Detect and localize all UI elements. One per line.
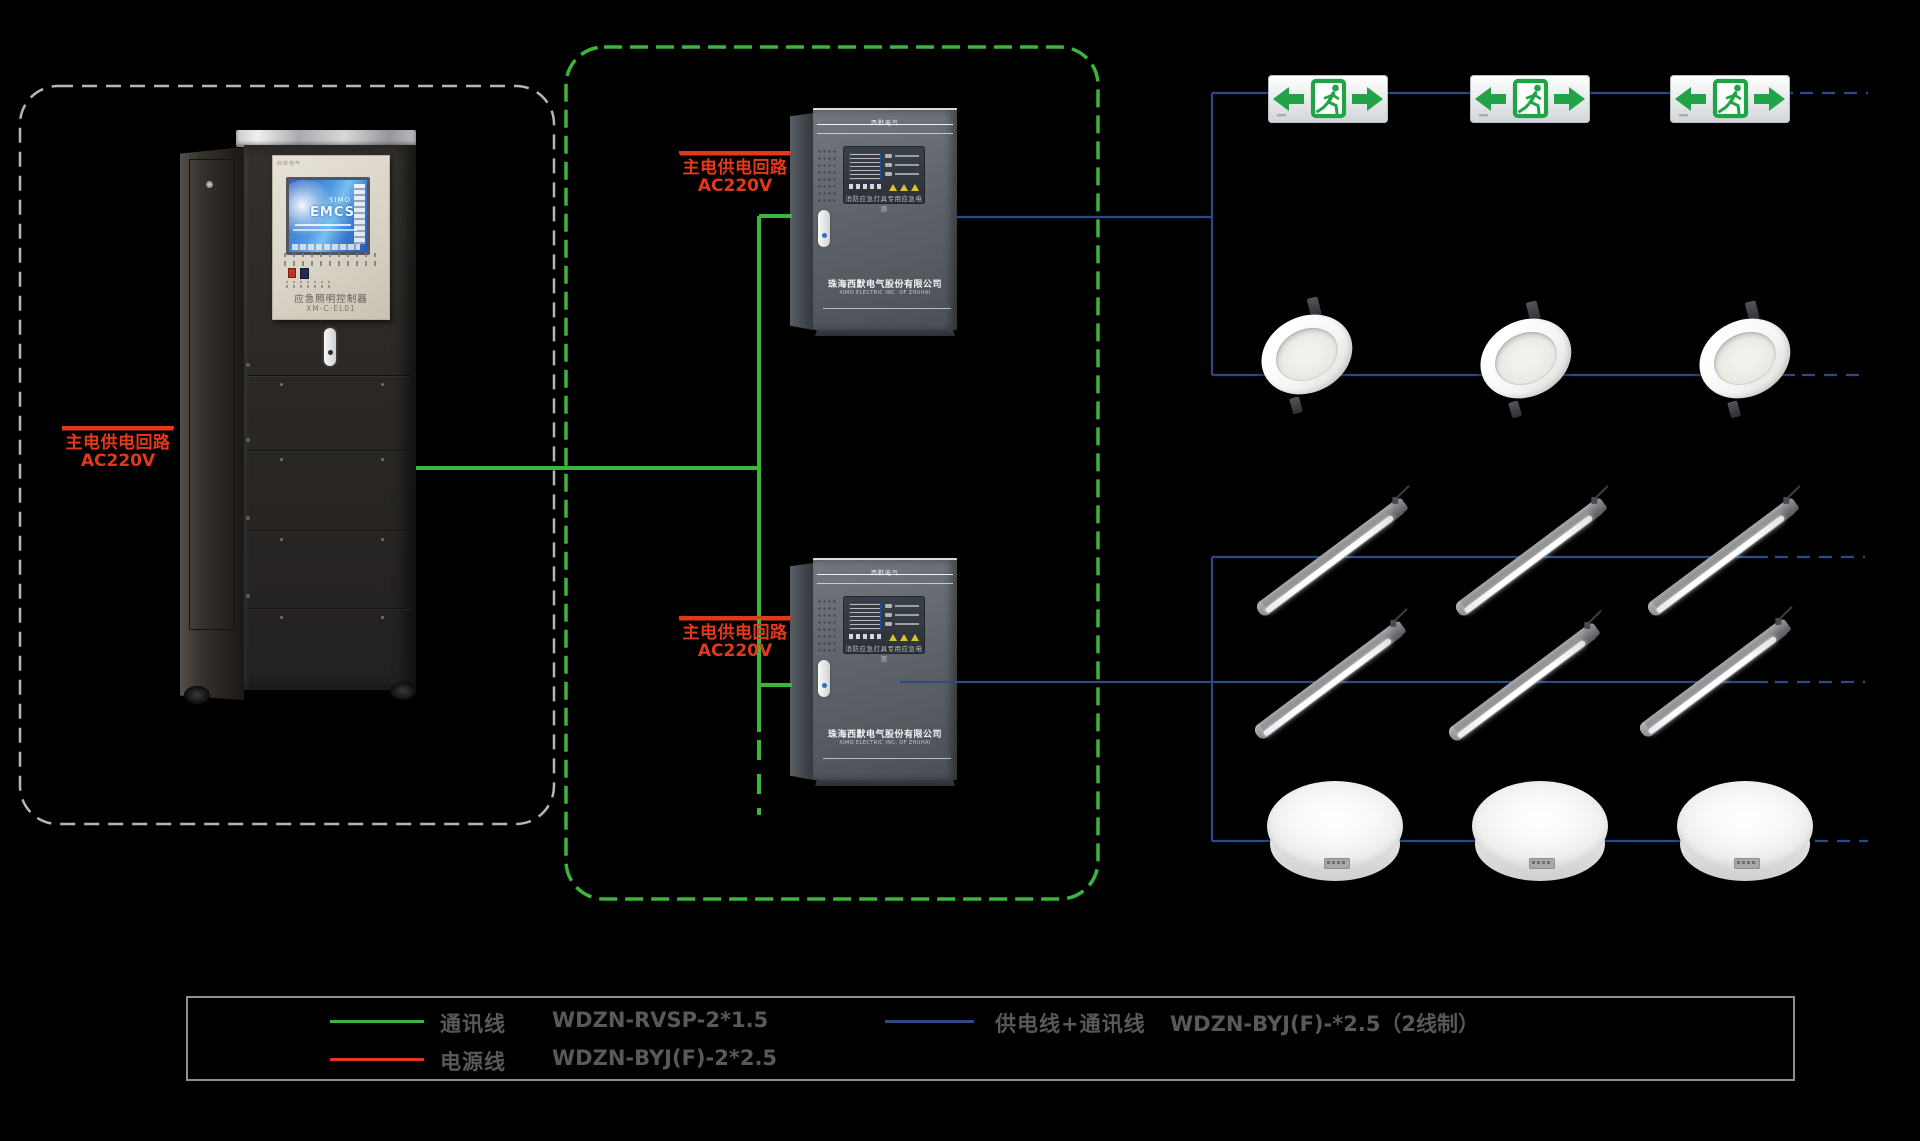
box-lcd-screen bbox=[849, 603, 881, 630]
power-line-mark bbox=[679, 151, 791, 154]
supply-comm-lines bbox=[900, 91, 1868, 843]
legend-power-line-swatch bbox=[330, 1058, 424, 1061]
emergency-lighting-controller-cabinet: 西默电气 SIMO EMCS 应急照明控制器 XM-C-EL01 bbox=[178, 130, 418, 710]
box-lock bbox=[818, 660, 830, 697]
exit-sign-light bbox=[1268, 75, 1388, 123]
controller-group-border bbox=[18, 84, 556, 826]
box-display-panel: 消防应急灯具专用应急电源 bbox=[843, 596, 925, 663]
box-brand: 西默电气 bbox=[870, 570, 899, 577]
power-line-mark bbox=[679, 616, 791, 619]
legend-power-spec: WDZN-BYJ(F)-2*2.5 bbox=[552, 1046, 778, 1070]
cabinet-side-door bbox=[189, 159, 235, 630]
ceiling-lamp bbox=[1267, 781, 1403, 883]
box-lock bbox=[818, 210, 830, 247]
indicator-labels bbox=[284, 253, 380, 266]
legend-box: 通讯线 WDZN-RVSP-2*1.5 电源线 WDZN-BYJ(F)-2*2.… bbox=[186, 996, 1795, 1081]
box-company-text: 珠海西默电气股份有限公司 XIMO ELECTRIC INC. OF ZHUHA… bbox=[827, 280, 942, 296]
vent-holes bbox=[817, 598, 837, 656]
warning-icon bbox=[900, 634, 908, 641]
box-caption: 消防应急灯具专用应急电源 bbox=[845, 195, 923, 213]
caster-wheel bbox=[390, 682, 416, 700]
mains-supply-label-left: 主电供电回路 AC220V bbox=[38, 426, 198, 470]
caster-wheel bbox=[184, 686, 210, 704]
distribution-group-border bbox=[564, 45, 1100, 901]
warning-icon bbox=[889, 184, 897, 191]
box-caption: 消防应急灯具专用应急电源 bbox=[845, 645, 923, 663]
box-company-text: 珠海西默电气股份有限公司 XIMO ELECTRIC INC. OF ZHUHA… bbox=[827, 730, 942, 746]
navy-button bbox=[300, 268, 309, 279]
red-button bbox=[288, 268, 296, 278]
box-display-panel: 消防应急灯具专用应急电源 bbox=[843, 146, 925, 213]
ceiling-lamp bbox=[1472, 781, 1608, 883]
legend-comm-label: 通讯线 bbox=[440, 1012, 506, 1036]
distribution-box-2: 西默电气 消防应急灯具专用应急电源 珠海西默电气股份有限公司 XIMO ELEC… bbox=[790, 558, 957, 788]
cabinet-side-panel bbox=[180, 147, 244, 700]
screen-title-text: EMCS bbox=[310, 205, 355, 220]
box-lcd-screen bbox=[849, 153, 881, 180]
cabinet-top-cap bbox=[236, 130, 416, 147]
cabinet-control-panel: 西默电气 SIMO EMCS 应急照明控制器 XM-C-EL01 bbox=[272, 155, 390, 320]
legend-supply-comm-swatch bbox=[885, 1020, 974, 1023]
legend-supply-comm-spec: WDZN-BYJ(F)-*2.5（2线制） bbox=[1170, 1012, 1480, 1036]
distribution-box-1: 西默电气 消防应急灯具专用应急电源 珠海西默电气股份有限公司 XIMO ELEC… bbox=[790, 108, 957, 338]
cabinet-front: 西默电气 SIMO EMCS 应急照明控制器 XM-C-EL01 bbox=[244, 145, 416, 690]
mains-supply-label-bottom: 主电供电回路 AC220V bbox=[674, 616, 796, 660]
ceiling-lamp bbox=[1677, 781, 1813, 883]
legend-power-label: 电源线 bbox=[440, 1050, 506, 1074]
warning-icon bbox=[889, 634, 897, 641]
warning-icon bbox=[900, 184, 908, 191]
cabinet-lock bbox=[324, 328, 336, 366]
comm-lines bbox=[416, 214, 792, 815]
box-brand: 西默电气 bbox=[870, 120, 899, 127]
exit-sign-light bbox=[1470, 75, 1590, 123]
warning-icon bbox=[911, 634, 919, 641]
screen-brand-text: SIMO bbox=[328, 196, 351, 204]
legend-supply-comm-label: 供电线+通讯线 bbox=[995, 1012, 1146, 1036]
legend-comm-line-swatch bbox=[330, 1020, 424, 1023]
vent-holes bbox=[817, 148, 837, 206]
mains-supply-label-top: 主电供电回路 AC220V bbox=[674, 151, 796, 195]
power-lines bbox=[62, 152, 790, 621]
exit-sign-pictogram-icon bbox=[1475, 78, 1585, 119]
cabinet-screen: SIMO EMCS bbox=[286, 177, 370, 255]
exit-sign-pictogram-icon bbox=[1675, 78, 1785, 119]
cabinet-brand-logo: 西默电气 bbox=[277, 161, 302, 167]
exit-sign-light bbox=[1670, 75, 1790, 123]
power-line-mark bbox=[62, 426, 174, 429]
warning-icon bbox=[911, 184, 919, 191]
cabinet-panel-title: 应急照明控制器 bbox=[294, 294, 368, 305]
cabinet-side-knob bbox=[206, 181, 213, 188]
cabinet-model-text: XM-C-EL01 bbox=[306, 304, 356, 313]
exit-sign-pictogram-icon bbox=[1273, 78, 1383, 119]
legend-comm-spec: WDZN-RVSP-2*1.5 bbox=[552, 1008, 769, 1032]
